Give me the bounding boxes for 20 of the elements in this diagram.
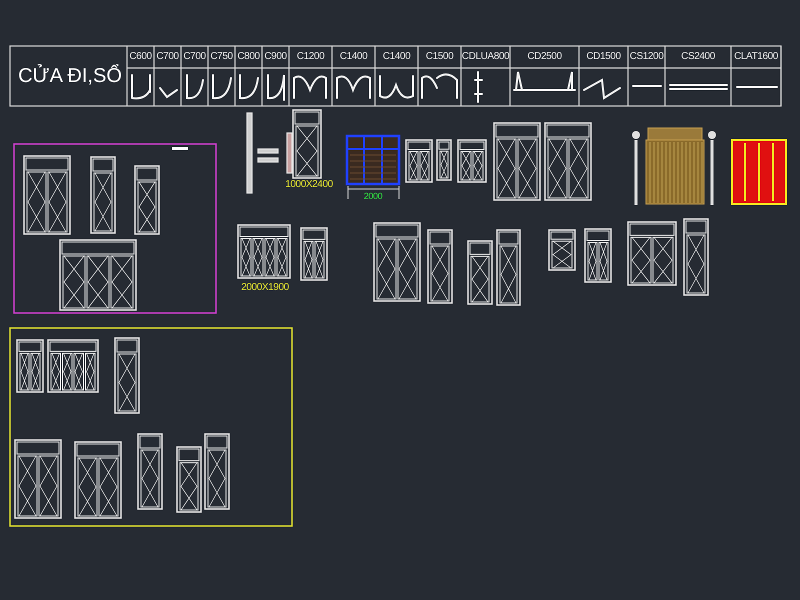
dimension-text: 2000X1900 bbox=[240, 281, 290, 295]
column-header: CDLUA800 bbox=[461, 50, 510, 64]
table-title: CỬA ĐI,SỔ bbox=[17, 63, 123, 89]
column-header: C1400 bbox=[338, 50, 368, 64]
column-header: C700 bbox=[182, 50, 207, 64]
column-header: C750 bbox=[209, 50, 234, 64]
dimension-text: 1000X2400 bbox=[284, 178, 334, 192]
column-header: C900 bbox=[263, 50, 288, 64]
column-header: CS2400 bbox=[680, 50, 716, 64]
column-header: C800 bbox=[236, 50, 261, 64]
column-header: CD2500 bbox=[526, 50, 563, 64]
column-header: CS1200 bbox=[628, 50, 664, 64]
dimension-text: 2000 bbox=[362, 191, 384, 202]
column-header: CD1500 bbox=[585, 50, 622, 64]
column-header: C1400 bbox=[382, 50, 412, 64]
column-header: C1500 bbox=[424, 50, 454, 64]
column-header: CLAT1600 bbox=[733, 50, 779, 64]
column-header: C1200 bbox=[296, 50, 326, 64]
column-header: C700 bbox=[155, 50, 180, 64]
column-header: C600 bbox=[128, 50, 153, 64]
